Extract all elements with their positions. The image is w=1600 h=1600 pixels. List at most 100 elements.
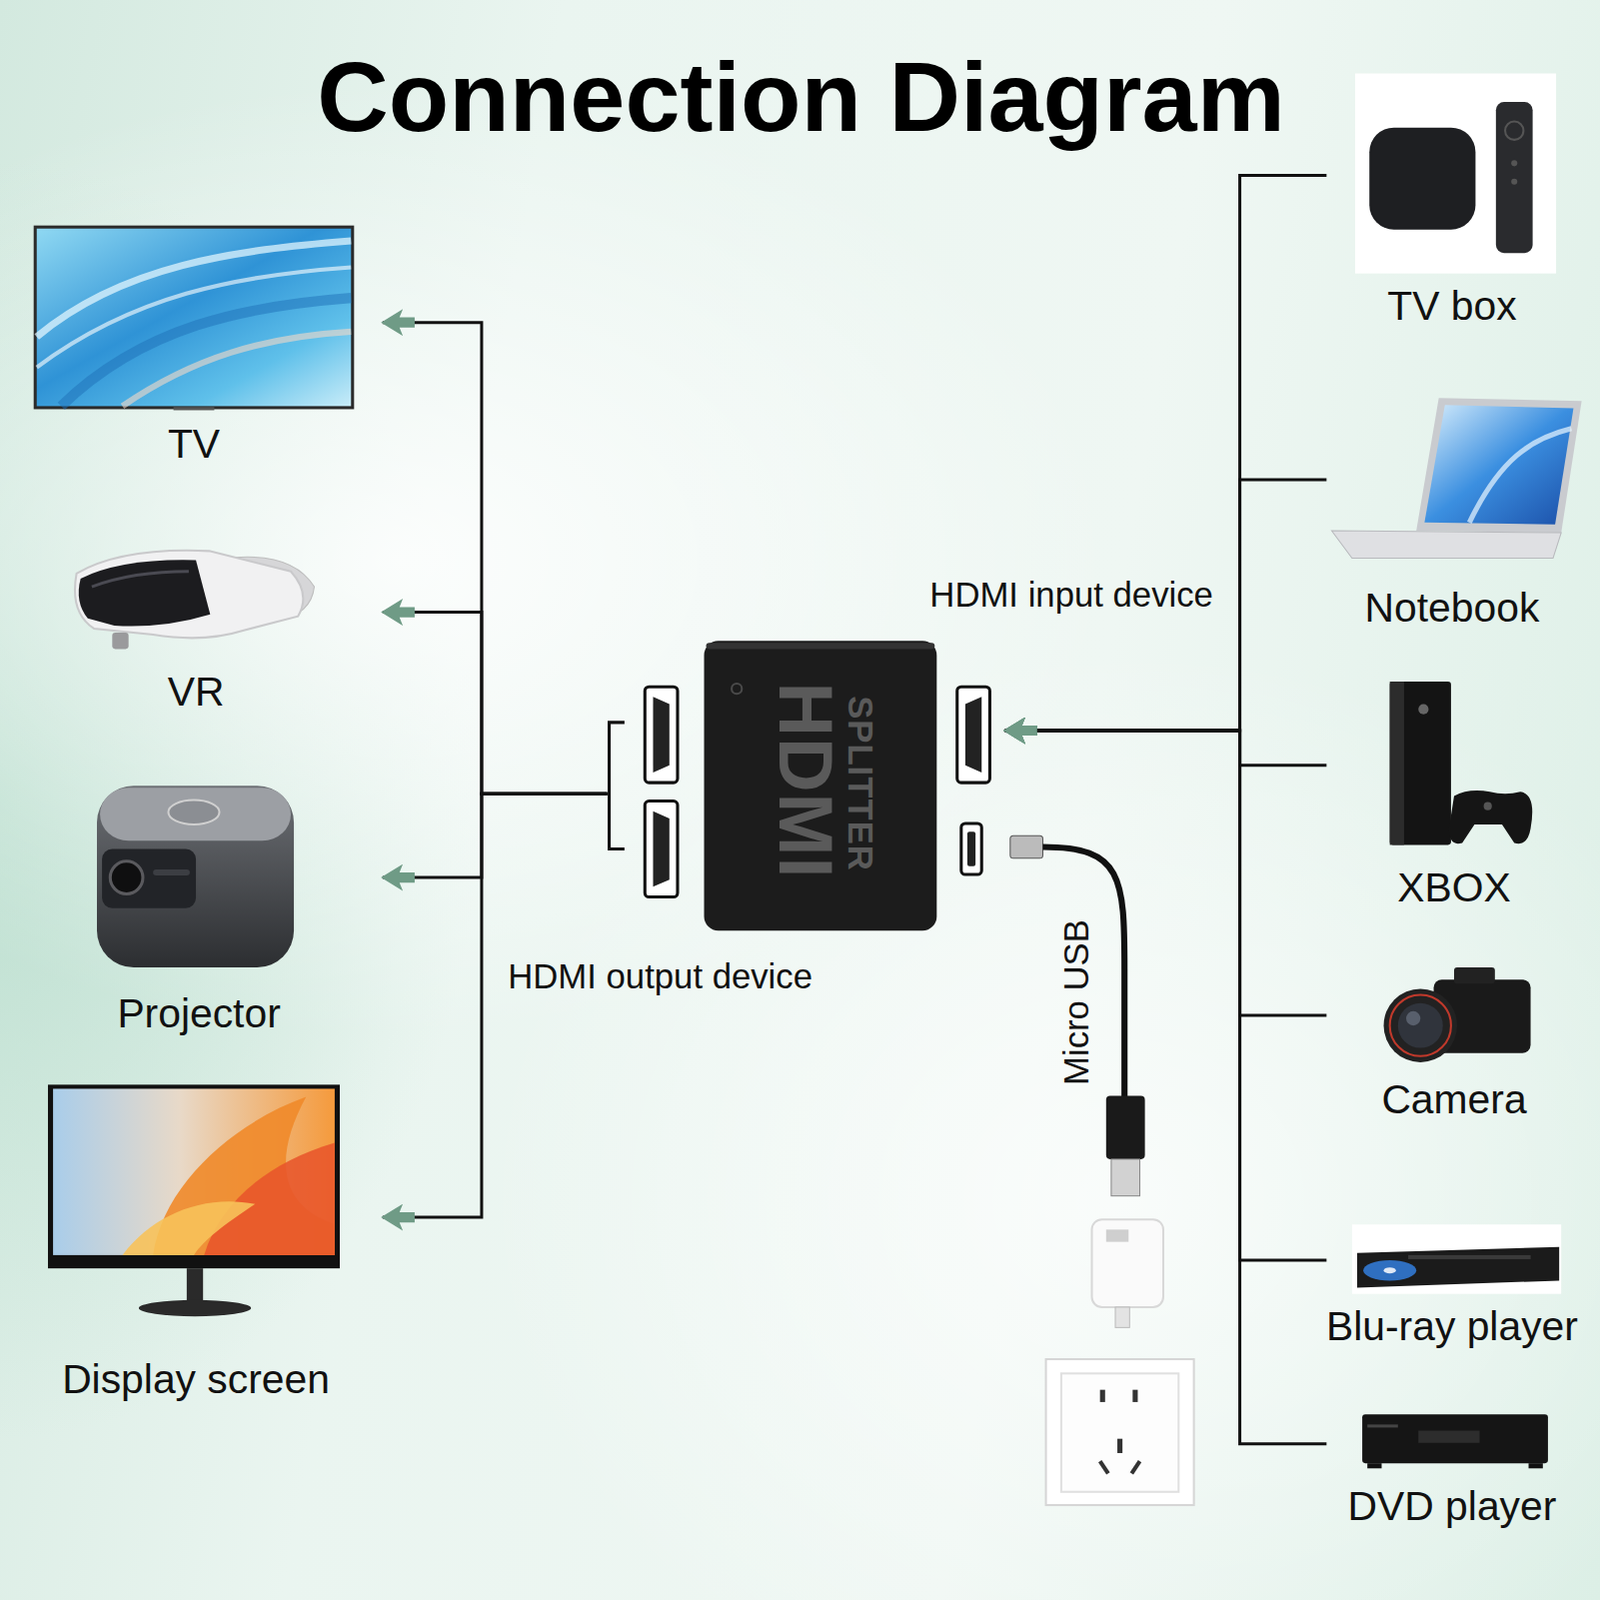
- camera-illustration: [1384, 988, 1459, 1063]
- vr-headset-illustration: [74, 550, 303, 639]
- tv-box-illustration: [1511, 159, 1518, 166]
- tv-illustration: [173, 406, 215, 410]
- xbox-illustration: [1449, 790, 1533, 844]
- tv-illustration: [122, 331, 352, 407]
- tv-illustration: [33, 225, 355, 411]
- dvd-player-illustration: [1529, 1463, 1544, 1469]
- device-label: XBOX: [1397, 867, 1511, 909]
- monitor-illustration: [138, 1300, 251, 1317]
- hdmi-connector: [382, 793, 608, 1218]
- device-label: Display screen: [61, 1359, 330, 1401]
- device-node: Display screen: [25, 1079, 383, 1404]
- device-label: DVD player: [1348, 1486, 1558, 1528]
- splitter-illustration: [609, 722, 625, 850]
- projector-illustration: [167, 800, 219, 826]
- annotation-label: Micro USB: [1059, 919, 1095, 1086]
- hdmi-connector: [382, 793, 608, 878]
- xbox-illustration: [1484, 802, 1493, 811]
- power-cable-illustration: [1111, 1159, 1141, 1197]
- camera-illustration: [1398, 1003, 1444, 1049]
- dvd-player-illustration: [1362, 1414, 1549, 1464]
- splitter-illustration: [704, 640, 938, 931]
- hdmi-connector: [1005, 175, 1328, 731]
- device-node: XBOX: [1326, 673, 1598, 914]
- splitter-illustration: [652, 696, 669, 773]
- bluray-illustration: [1352, 1224, 1562, 1294]
- xbox-illustration: [1390, 681, 1534, 845]
- tv-box-illustration: [1355, 73, 1557, 274]
- power-cable-illustration: [1010, 835, 1195, 1506]
- splitter-illustration: [967, 831, 976, 867]
- splitter-illustration: [731, 683, 742, 694]
- device-node: Blu-ray player: [1326, 1219, 1598, 1353]
- splitter-illustration: [644, 801, 678, 898]
- monitor-illustration: [122, 1201, 256, 1256]
- power-cable-illustration: [1117, 1439, 1123, 1454]
- device-label: TV: [167, 423, 220, 465]
- device-label: Projector: [116, 992, 280, 1034]
- splitter-illustration: [644, 686, 678, 783]
- device-label: TV box: [1387, 285, 1517, 327]
- power-cable-illustration: [1132, 1390, 1138, 1403]
- tv-illustration: [36, 228, 351, 407]
- splitter-illustration: [961, 823, 982, 875]
- tv-illustration: [60, 297, 351, 406]
- tv-box-illustration: [1511, 178, 1518, 185]
- camera-illustration: [1454, 967, 1496, 984]
- device-node: TV: [25, 219, 383, 470]
- power-cable-illustration: [1100, 1461, 1109, 1474]
- hdmi-connector: [382, 612, 608, 795]
- device-label: Camera: [1381, 1078, 1527, 1120]
- vr-headset-illustration: [91, 571, 189, 587]
- splitter-illustration: [965, 696, 982, 773]
- power-cable-illustration: [1106, 1229, 1129, 1242]
- hdmi-connector: [382, 322, 608, 795]
- tv-box-illustration: [1505, 121, 1524, 140]
- camera-illustration: [1384, 967, 1532, 1063]
- vr-headset-illustration: [111, 632, 128, 649]
- tv-box-illustration: [1355, 73, 1557, 274]
- projector-illustration: [101, 849, 196, 909]
- annotation-label: HDMI output device: [507, 959, 813, 995]
- device-node: TV box: [1326, 70, 1598, 331]
- tv-box-illustration: [1496, 101, 1534, 253]
- camera-illustration: [1406, 1011, 1421, 1026]
- monitor-illustration: [47, 1084, 340, 1269]
- xbox-illustration: [1390, 681, 1452, 845]
- projector-illustration: [96, 785, 294, 968]
- splitter-illustration: [609, 640, 991, 931]
- power-cable-illustration: [1106, 1096, 1146, 1160]
- dvd-player-illustration: [1367, 1424, 1399, 1428]
- hdmi-connector: [1005, 730, 1328, 1016]
- hdmi-connector: [1005, 730, 1328, 1445]
- xbox-illustration: [1390, 681, 1405, 845]
- dvd-player-illustration: [1362, 1414, 1549, 1469]
- splitter-node: HDMISPLITTER: [607, 637, 1006, 934]
- power-cable-illustration: [1100, 1390, 1106, 1403]
- bluray-illustration: [1384, 1267, 1397, 1274]
- hdmi-connector: [1005, 730, 1328, 1261]
- monitor-illustration: [52, 1088, 335, 1255]
- device-label: VR: [167, 671, 225, 713]
- device-label: Notebook: [1365, 586, 1541, 628]
- dvd-player-illustration: [1367, 1463, 1382, 1469]
- notebook-illustration: [1331, 530, 1562, 559]
- vr-headset-illustration: [78, 559, 211, 626]
- diagram-title: Connection Diagram: [316, 46, 1285, 146]
- monitor-illustration: [186, 1268, 203, 1305]
- projector-illustration: [152, 869, 190, 876]
- notebook-illustration: [1424, 404, 1574, 524]
- tv-illustration: [33, 225, 355, 410]
- device-node: Camera: [1326, 959, 1598, 1123]
- monitor-illustration: [203, 1143, 335, 1256]
- device-node: VR: [25, 540, 383, 715]
- xbox-illustration: [1418, 704, 1429, 715]
- device-node: Projector: [25, 775, 383, 1041]
- power-cable-illustration: [1061, 1373, 1179, 1492]
- splitter-logo: HDMI: [767, 682, 844, 880]
- camera-illustration: [1390, 995, 1452, 1057]
- notebook-illustration: [1416, 397, 1582, 533]
- annotation-label: HDMI input device: [929, 577, 1214, 613]
- power-cable-illustration: [1010, 835, 1044, 858]
